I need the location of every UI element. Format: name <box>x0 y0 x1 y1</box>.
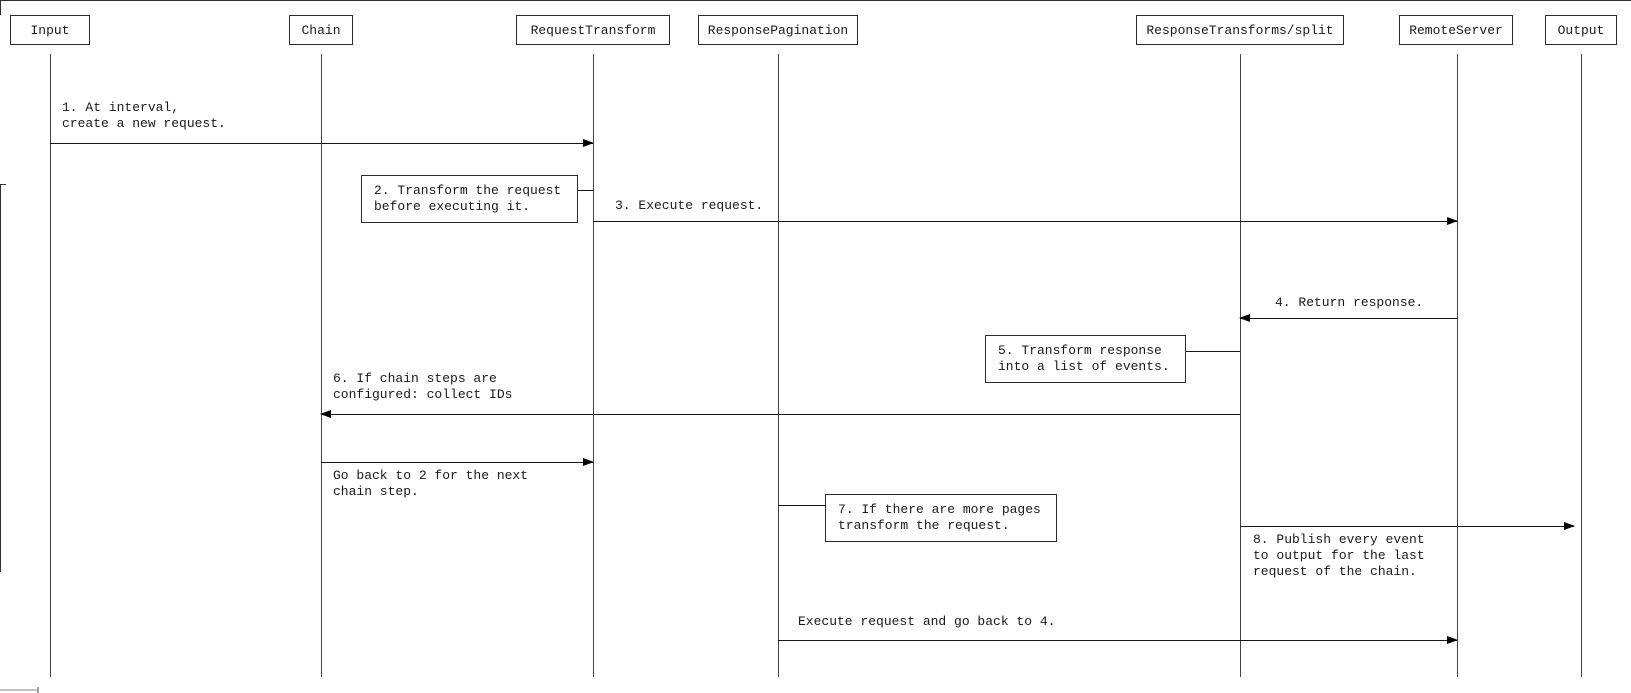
note-7-connector <box>778 505 825 506</box>
frame-left-border-top <box>0 0 1 15</box>
lifeline-requesttransform <box>593 54 594 677</box>
message-4-label: 4. Return response. <box>1275 295 1424 310</box>
frame-left-tick <box>0 184 6 185</box>
message-8-arrow <box>1240 522 1575 530</box>
lifeline-input <box>50 54 51 677</box>
actor-box-responsetransforms-split: ResponseTransforms/split <box>1136 15 1344 45</box>
message-6-arrow <box>320 410 1240 418</box>
actor-box-output: Output <box>1545 15 1617 45</box>
note-7: 7. If there are more pages transform the… <box>825 494 1057 542</box>
message-6-label: 6. If chain steps are configured: collec… <box>333 371 513 402</box>
lifeline-output <box>1581 54 1582 677</box>
note-5-connector <box>1186 351 1240 352</box>
partial-element-bottom-left-tick <box>37 687 39 693</box>
message-4-arrow <box>1239 314 1457 322</box>
message-go-back-label: Go back to 2 for the next chain step. <box>333 468 529 499</box>
message-3-arrow <box>593 217 1458 225</box>
message-8-label: 8. Publish every event to output for the… <box>1253 532 1425 579</box>
lifeline-chain <box>321 54 322 677</box>
message-execute-arrow <box>778 636 1458 644</box>
message-1-label: 1. At interval, create a new request. <box>62 100 226 131</box>
note-2-connector <box>578 190 593 191</box>
message-1-arrow <box>50 139 594 147</box>
actor-box-remoteserver: RemoteServer <box>1399 15 1513 45</box>
note-5: 5. Transform response into a list of eve… <box>985 335 1186 383</box>
arrowhead-right-icon <box>583 139 594 147</box>
actor-box-chain: Chain <box>289 15 353 45</box>
arrowhead-right-icon <box>1564 522 1575 530</box>
actor-box-responsepagination: ResponsePagination <box>698 15 858 45</box>
partial-element-bottom-left <box>0 689 38 691</box>
message-execute-label: Execute request and go back to 4. <box>798 614 1056 629</box>
arrowhead-left-icon <box>1239 314 1250 322</box>
frame-top-border <box>0 0 1631 1</box>
note-2: 2. Transform the request before executin… <box>361 175 578 223</box>
actor-box-requesttransform: RequestTransform <box>516 15 670 45</box>
arrowhead-right-icon <box>583 458 594 466</box>
lifeline-responsetransforms-split <box>1240 54 1241 677</box>
actor-box-input: Input <box>10 15 90 45</box>
message-go-back-arrow <box>321 458 594 466</box>
lifeline-remoteserver <box>1457 54 1458 677</box>
arrowhead-right-icon <box>1447 636 1458 644</box>
arrowhead-left-icon <box>320 410 331 418</box>
message-3-label: 3. Execute request. <box>615 198 764 213</box>
lifeline-responsepagination <box>778 54 779 677</box>
arrowhead-right-icon <box>1447 217 1458 225</box>
frame-left-border <box>0 185 1 572</box>
